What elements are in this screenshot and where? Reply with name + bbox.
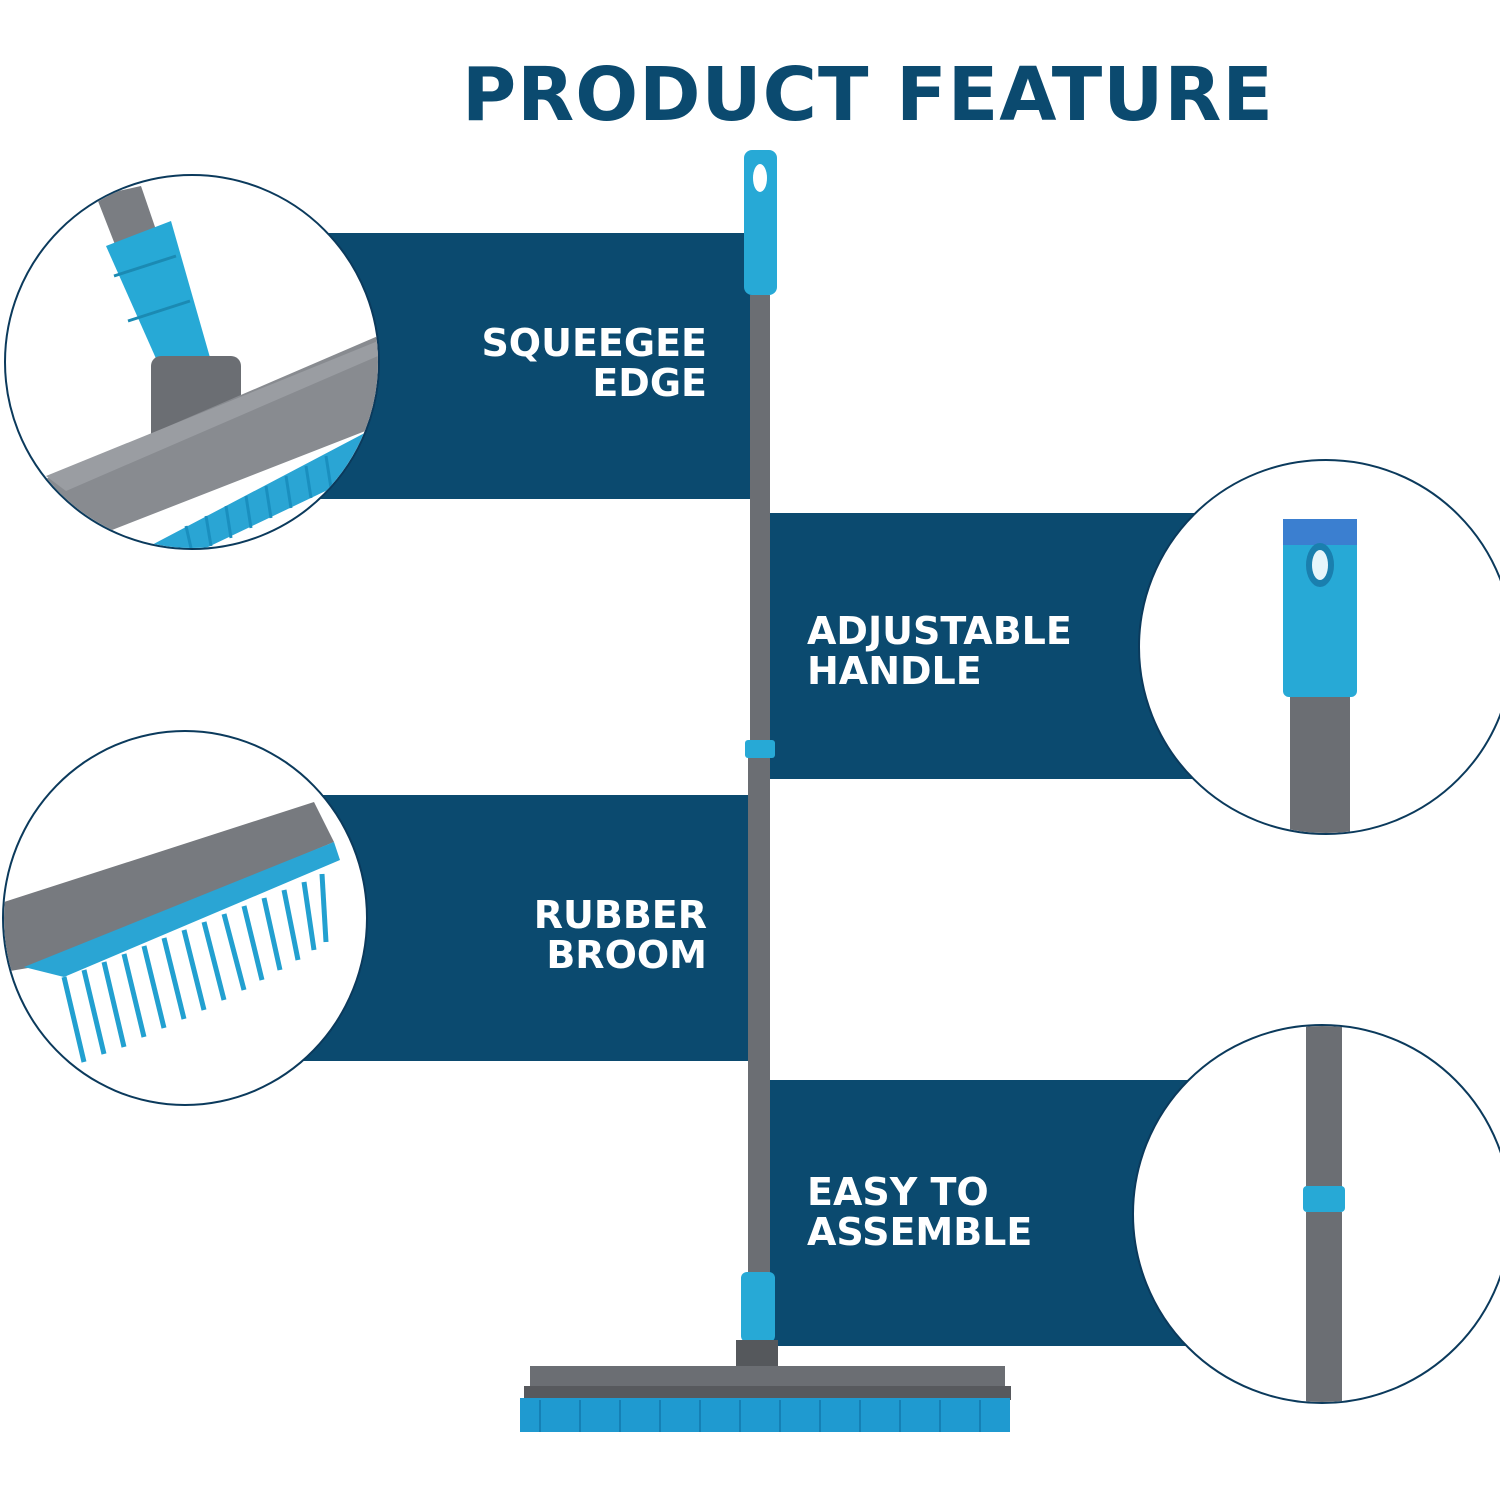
assemble-closeup-image [1132, 1024, 1500, 1404]
feature-band-assemble: EASY TO ASSEMBLE [770, 1080, 1200, 1346]
feature-label-assemble: EASY TO ASSEMBLE [807, 1170, 1033, 1254]
feature-band-handle: ADJUSTABLE HANDLE [770, 513, 1200, 779]
feature-band-rubber: RUBBER BROOM [300, 795, 752, 1061]
feature-label-squeegee: SQUEEGEE EDGE [481, 321, 707, 405]
squeegee-closeup-image [4, 174, 380, 550]
handle-closeup-image [1138, 459, 1500, 835]
page-title: PRODUCT FEATURE [462, 52, 1274, 138]
feature-label-rubber: RUBBER BROOM [533, 893, 707, 977]
rubber-broom-closeup-image [2, 730, 368, 1106]
feature-label-handle: ADJUSTABLE HANDLE [807, 609, 1072, 693]
